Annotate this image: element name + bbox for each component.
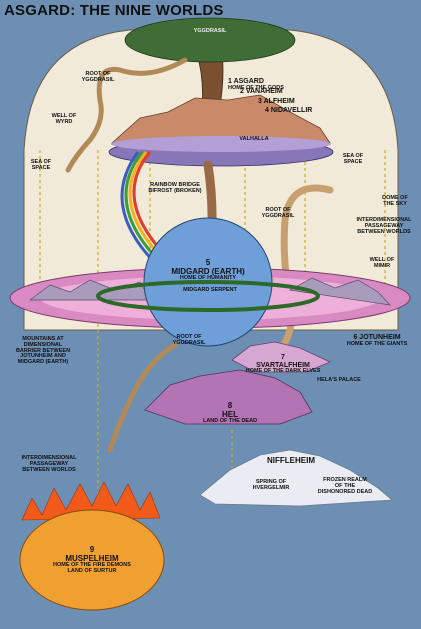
label-interdimensional-passageway-1: INTERDIMENSIONAL PASSAGEWAY BETWEEN WORL… bbox=[356, 217, 412, 235]
label-rainbow-bridge: RAINBOW BRIDGE BIFROST (BROKEN) bbox=[148, 182, 202, 194]
label-frozen-realm: FROZEN REALM OF THE DISHONORED DEAD bbox=[317, 477, 373, 495]
label-helas-palace: HELA'S PALACE bbox=[317, 377, 361, 383]
label-alfheim: 3 ALFHEIM bbox=[258, 98, 295, 105]
muspelheim-world bbox=[19, 509, 165, 611]
asgard-mountain bbox=[110, 94, 331, 144]
label-asgard-sub: HOME OF THE GODS bbox=[228, 84, 284, 91]
label-root-of-yggdrasil-2: ROOT OF YGGDRASIL bbox=[261, 207, 295, 219]
label-asgard-name: 1 ASGARD bbox=[228, 78, 264, 86]
label-jotunheim: 6 JOTUNHEIM HOME OF THE GIANTS bbox=[336, 327, 418, 355]
label-midgard-name: 5 MIDGARD (EARTH) bbox=[171, 258, 245, 276]
label-niffleheim: NIFFLEHEIM bbox=[267, 456, 315, 465]
label-asgard: 1 ASGARD HOME OF THE GODS bbox=[228, 71, 298, 99]
label-muspelheim: 9 MUSPELHEIM HOME OF THE FIRE DEMONS LAN… bbox=[28, 538, 156, 583]
label-well-of-wyrd: WELL OF WYRD bbox=[51, 113, 77, 125]
label-root-of-yggdrasil-1: ROOT OF YGGDRASIL bbox=[81, 71, 115, 83]
hel-rock bbox=[144, 369, 313, 425]
label-jotunheim-name: 6 JOTUNHEIM bbox=[353, 334, 401, 342]
label-sea-of-space-left: SEA OF SPACE bbox=[30, 159, 52, 171]
label-hel-sub: LAND OF THE DEAD bbox=[202, 418, 258, 425]
label-jotunheim-sub: HOME OF THE GIANTS bbox=[346, 340, 408, 347]
label-svartalfheim-name: 7 SVARTALFHEIM bbox=[256, 354, 310, 369]
label-mountains: MOUNTAINS AT DIMENSIONAL BARRIER BETWEEN… bbox=[15, 336, 71, 366]
label-muspelheim-sub: HOME OF THE FIRE DEMONS LAND OF SURTUR bbox=[53, 562, 131, 574]
label-yggdrasil: YGGDRASIL bbox=[193, 28, 227, 34]
svartalfheim-rock bbox=[231, 341, 331, 373]
label-root-of-yggdrasil-3: ROOT OF YGGDRASIL bbox=[172, 334, 206, 346]
label-svartalfheim: 7 SVARTALFHEIM HOME OF THE DARK ELVES bbox=[240, 347, 326, 382]
label-midgard: 5 MIDGARD (EARTH) HOME OF HUMANITY bbox=[158, 251, 258, 290]
label-vanaheim: 2 VANAHEIM bbox=[240, 88, 283, 95]
root-of-yggdrasil-1 bbox=[65, 57, 188, 173]
label-dome-of-the-sky: DOME OF THE SKY bbox=[382, 195, 408, 207]
label-valhalla: VALHALLA bbox=[239, 136, 269, 142]
label-muspelheim-name: 9 MUSPELHEIM bbox=[65, 545, 119, 563]
label-well-of-mimir: WELL OF MIMIR bbox=[369, 257, 395, 269]
label-midgard-serpent: MIDGARD SERPENT bbox=[183, 287, 237, 293]
page-title: ASGARD: THE NINE WORLDS bbox=[4, 2, 224, 19]
label-spring-of-hvergelmir: SPRING OF HVERGELMIR bbox=[252, 479, 290, 491]
label-midgard-sub: HOME OF HUMANITY bbox=[179, 275, 237, 282]
niffleheim-ice bbox=[199, 449, 394, 507]
label-svartalfheim-sub: HOME OF THE DARK ELVES bbox=[245, 368, 321, 375]
label-nidavellir: 4 NIDAVELLIR bbox=[265, 107, 313, 114]
label-sea-of-space-right: SEA OF SPACE bbox=[342, 153, 364, 165]
label-hel: 8 HEL LAND OF THE DEAD bbox=[190, 394, 270, 433]
muspelheim-flames bbox=[21, 481, 161, 521]
midgard-serpent-ring bbox=[96, 280, 320, 312]
interdimensional-passageway-lines bbox=[39, 150, 386, 560]
root-of-yggdrasil-lower bbox=[107, 342, 178, 453]
label-interdimensional-passageway-2: INTERDIMENSIONAL PASSAGEWAY BETWEEN WORL… bbox=[21, 455, 77, 473]
asgard-disc-top bbox=[111, 136, 331, 152]
yggdrasil-foliage bbox=[124, 17, 296, 63]
label-hel-name: 8 HEL bbox=[222, 401, 238, 419]
